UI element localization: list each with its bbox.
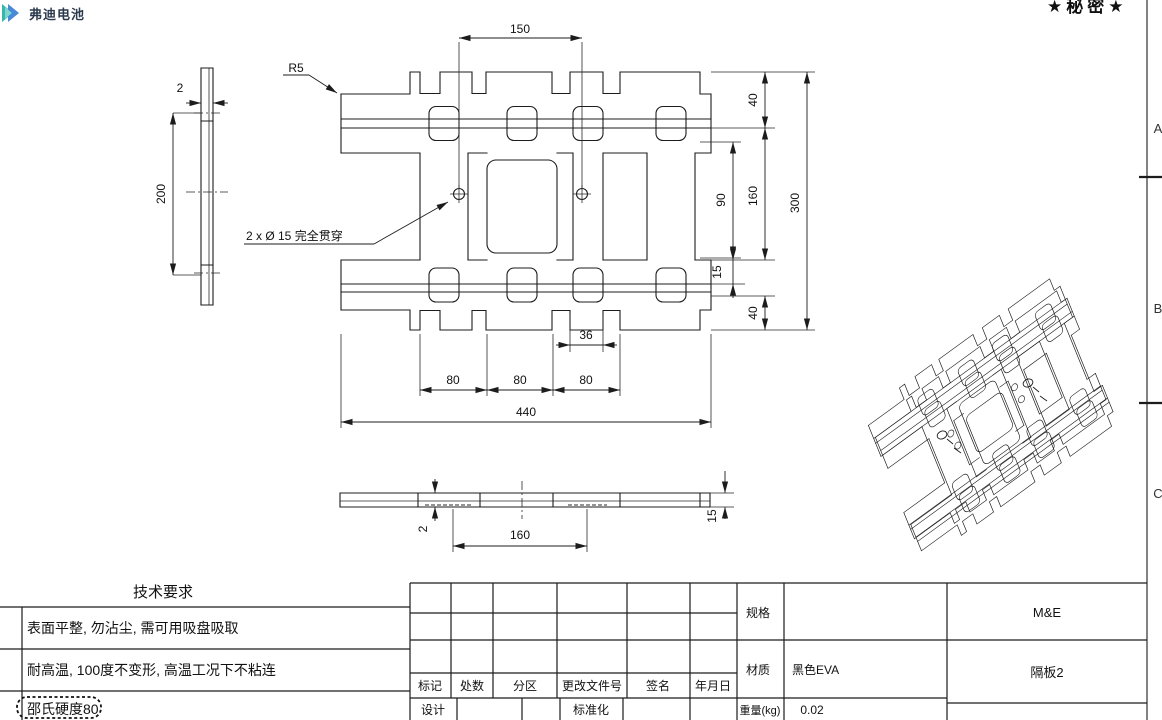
dim-15[interactable]: 15 bbox=[710, 265, 724, 279]
classification-mark: ★秘密★ bbox=[1047, 0, 1128, 16]
section-view-dimensions[interactable]: 2 160 15 bbox=[416, 471, 734, 552]
rev-header-date: 年月日 bbox=[695, 679, 731, 693]
dim-160[interactable]: 160 bbox=[746, 186, 760, 206]
dim-section-15[interactable]: 15 bbox=[705, 509, 719, 523]
dim-80-c[interactable]: 80 bbox=[579, 373, 593, 387]
dim-80-b[interactable]: 80 bbox=[513, 373, 527, 387]
dim-440[interactable]: 440 bbox=[516, 405, 536, 419]
tech-requirement-item-selected[interactable]: 邵氏硬度80 bbox=[27, 701, 99, 717]
spec-label: 规格 bbox=[746, 605, 770, 620]
fillet-radius-label[interactable]: R5 bbox=[288, 61, 304, 75]
standardization-label: 标准化 bbox=[573, 703, 609, 717]
logo-chevron-icon bbox=[2, 4, 19, 22]
dim-80-a[interactable]: 80 bbox=[446, 373, 460, 387]
title-block: 标记 处数 分区 更改文件号 签名 年月日 设计 标准化 重量(kg) 0.02… bbox=[409, 582, 1147, 720]
zone-letter: B bbox=[1154, 301, 1162, 316]
material-value: 黑色EVA bbox=[792, 663, 839, 677]
iso-hole-callout-mark[interactable] bbox=[1022, 377, 1048, 402]
dim-36[interactable]: 36 bbox=[579, 328, 593, 342]
rev-header-doc-no: 更改文件号 bbox=[562, 678, 622, 693]
dim-90[interactable]: 90 bbox=[714, 193, 728, 207]
weight-label: 重量(kg) bbox=[740, 703, 781, 717]
tech-requirements: 技术要求 表面平整, 勿沾尘, 需可用吸盘吸取 耐高温, 100度不变形, 高温… bbox=[0, 584, 410, 720]
side-view-dimensions[interactable]: 2 200 bbox=[154, 81, 228, 276]
weight-value: 0.02 bbox=[800, 703, 824, 717]
dim-40-bottom[interactable]: 40 bbox=[746, 306, 760, 320]
side-view[interactable] bbox=[186, 67, 228, 306]
logo: 弗迪电池 bbox=[2, 3, 85, 23]
tech-requirements-title: 技术要求 bbox=[133, 584, 193, 601]
section-view[interactable] bbox=[339, 481, 711, 519]
rev-header-mark: 标记 bbox=[418, 679, 442, 693]
zone-letter: C bbox=[1153, 486, 1162, 501]
iso-view[interactable] bbox=[863, 274, 1118, 562]
tech-requirement-item[interactable]: 表面平整, 勿沾尘, 需可用吸盘吸取 bbox=[27, 620, 239, 636]
selection-highlight-box bbox=[16, 696, 102, 719]
hole-callout-note[interactable]: 2 x Ø 15 完全贯穿 bbox=[246, 228, 343, 243]
project-name: M&E bbox=[1033, 605, 1062, 620]
dim-side-2[interactable]: 2 bbox=[177, 81, 184, 95]
dim-side-200[interactable]: 200 bbox=[154, 184, 168, 204]
tech-requirement-item[interactable]: 耐高温, 100度不变形, 高温工况下不粘连 bbox=[27, 662, 276, 678]
logo-text: 弗迪电池 bbox=[29, 6, 86, 22]
front-view[interactable] bbox=[340, 71, 712, 331]
dim-section-160[interactable]: 160 bbox=[510, 528, 530, 542]
dim-40-top[interactable]: 40 bbox=[746, 93, 760, 107]
dim-section-2[interactable]: 2 bbox=[416, 525, 430, 532]
design-label: 设计 bbox=[421, 703, 445, 717]
zone-letter: A bbox=[1154, 121, 1162, 136]
border-frame: A B C bbox=[1139, 0, 1162, 720]
rev-header-count: 处数 bbox=[460, 678, 484, 693]
dim-300[interactable]: 300 bbox=[788, 193, 802, 213]
dim-150[interactable]: 150 bbox=[510, 22, 530, 36]
part-name: 隔板2 bbox=[1030, 665, 1063, 680]
rev-header-zone: 分区 bbox=[513, 679, 537, 693]
iso-hole-callout-mark[interactable] bbox=[936, 429, 962, 454]
material-label: 材质 bbox=[746, 663, 770, 677]
front-view-dimensions[interactable]: 150 40 90 160 15 40 300 36 80 80 bbox=[244, 22, 815, 428]
rev-header-signature: 签名 bbox=[646, 678, 670, 693]
